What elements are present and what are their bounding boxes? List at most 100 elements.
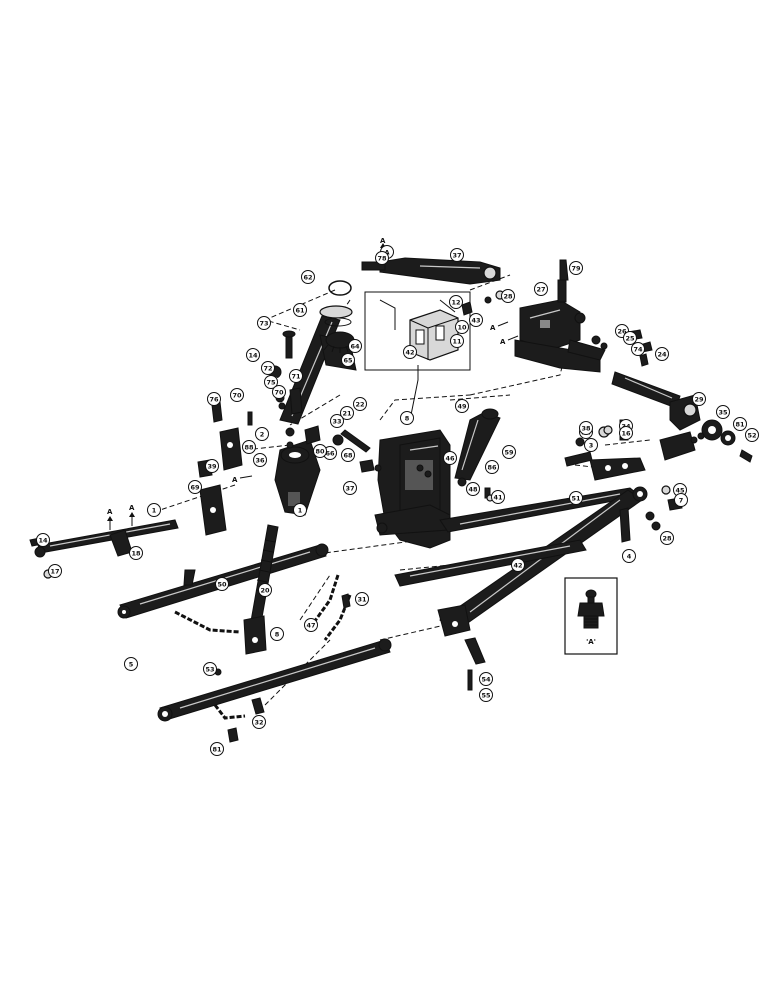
part-callout: 52	[745, 428, 759, 442]
callout-circle	[375, 251, 389, 265]
callout-circle	[692, 392, 706, 406]
part-callout: 80	[313, 444, 327, 458]
callout-number: 11	[452, 337, 462, 345]
part-callout: 47	[304, 618, 318, 632]
callout-number: 52	[747, 431, 756, 439]
part-callout: 41	[491, 490, 505, 504]
callout-number: 33	[332, 417, 341, 425]
callout-circle	[733, 417, 747, 431]
callout-circle	[501, 289, 515, 303]
callout-circle	[230, 388, 244, 402]
part-callout: 2	[255, 427, 269, 441]
callout-number: 79	[571, 264, 581, 272]
callout-circle	[400, 411, 414, 425]
callout-number: 35	[718, 408, 728, 416]
callout-circle	[450, 248, 464, 262]
part-callout: 81	[210, 742, 224, 756]
callout-circle	[340, 406, 354, 420]
callout-number: 20	[260, 586, 270, 594]
callout-circle	[450, 334, 464, 348]
callout-number: 29	[694, 395, 704, 403]
callout-number: 31	[357, 595, 367, 603]
callout-circle	[304, 618, 318, 632]
part-callout: 42	[403, 345, 417, 359]
part-callout: 27	[534, 282, 548, 296]
callout-number: 54	[481, 675, 491, 683]
part-callout: 8	[400, 411, 414, 425]
callout-number: 50	[217, 580, 227, 588]
part-callout: 14	[246, 348, 260, 362]
callout-number: 65	[343, 356, 353, 364]
callout-circle	[264, 375, 278, 389]
part-callout: 72	[261, 361, 275, 375]
part-callout: 49	[455, 399, 469, 413]
rear-bracket	[514, 279, 606, 373]
part-callout: 33	[330, 414, 344, 428]
callout-number: 1	[152, 506, 157, 514]
part-callout: 35	[716, 405, 730, 419]
part-callout: 38	[579, 421, 593, 435]
callout-number: 42	[405, 348, 414, 356]
part-callout: 21	[340, 406, 354, 420]
callout-circle	[289, 369, 303, 383]
callout-circle	[622, 549, 636, 563]
callout-number: 39	[207, 462, 217, 470]
callout-circle	[353, 397, 367, 411]
callout-number: 71	[291, 372, 301, 380]
part-callout: 88	[242, 440, 256, 454]
hydraulic-cylinder	[454, 408, 501, 487]
callout-circle	[355, 592, 369, 606]
callout-number: 37	[345, 484, 354, 492]
part-callout: 7	[674, 493, 688, 507]
callout-number: 22	[355, 400, 364, 408]
grease-fitting-icon	[577, 589, 605, 629]
callout-number: 51	[571, 494, 581, 502]
a-arrow-2: A	[490, 321, 509, 332]
callout-circle	[479, 688, 493, 702]
callout-circle	[330, 414, 344, 428]
part-callout: 12	[449, 295, 463, 309]
callout-number: 69	[190, 483, 200, 491]
part-callout: 79	[569, 261, 583, 275]
callout-circle	[257, 316, 271, 330]
callout-number: 53	[205, 665, 214, 673]
part-callout: 31	[355, 592, 369, 606]
callout-number: 86	[487, 463, 497, 471]
part-callout: 61	[293, 303, 307, 317]
callout-circle	[502, 445, 516, 459]
callout-circle	[215, 577, 229, 591]
callout-number: 8	[275, 630, 280, 638]
part-callout: 46	[443, 451, 457, 465]
part-callout: 28	[660, 531, 674, 545]
main-housing	[374, 429, 451, 549]
a-arrow-label: A	[380, 237, 386, 245]
callout-number: 88	[244, 443, 254, 451]
drawbar	[394, 539, 587, 587]
a-arrow-label: A	[500, 338, 506, 346]
part-callout: 24	[655, 347, 669, 361]
callout-circle	[674, 493, 688, 507]
a-arrow-5: A	[107, 508, 113, 530]
part-callout: 1	[293, 503, 307, 517]
callout-circle	[293, 303, 307, 317]
callout-circle	[253, 453, 267, 467]
callout-number: 14	[248, 351, 258, 359]
left-yoke	[197, 401, 243, 536]
callout-number: 81	[735, 420, 745, 428]
callout-circle	[313, 444, 327, 458]
callout-number: 61	[295, 306, 305, 314]
part-callout: 51	[569, 491, 583, 505]
callout-number: 80	[315, 447, 325, 455]
callout-number: 8	[405, 414, 410, 422]
part-callout: 81	[733, 417, 747, 431]
callout-number: 16	[621, 429, 631, 437]
callout-circle	[261, 361, 275, 375]
part-callout: 14	[36, 533, 50, 547]
a-arrow-6: A	[129, 504, 135, 526]
callout-number: 38	[581, 424, 591, 432]
part-callout: 50	[215, 577, 229, 591]
part-callout: 10	[455, 320, 469, 334]
part-callout: 76	[207, 392, 221, 406]
inset-a: 'A'	[564, 577, 618, 655]
callout-circle	[579, 421, 593, 435]
